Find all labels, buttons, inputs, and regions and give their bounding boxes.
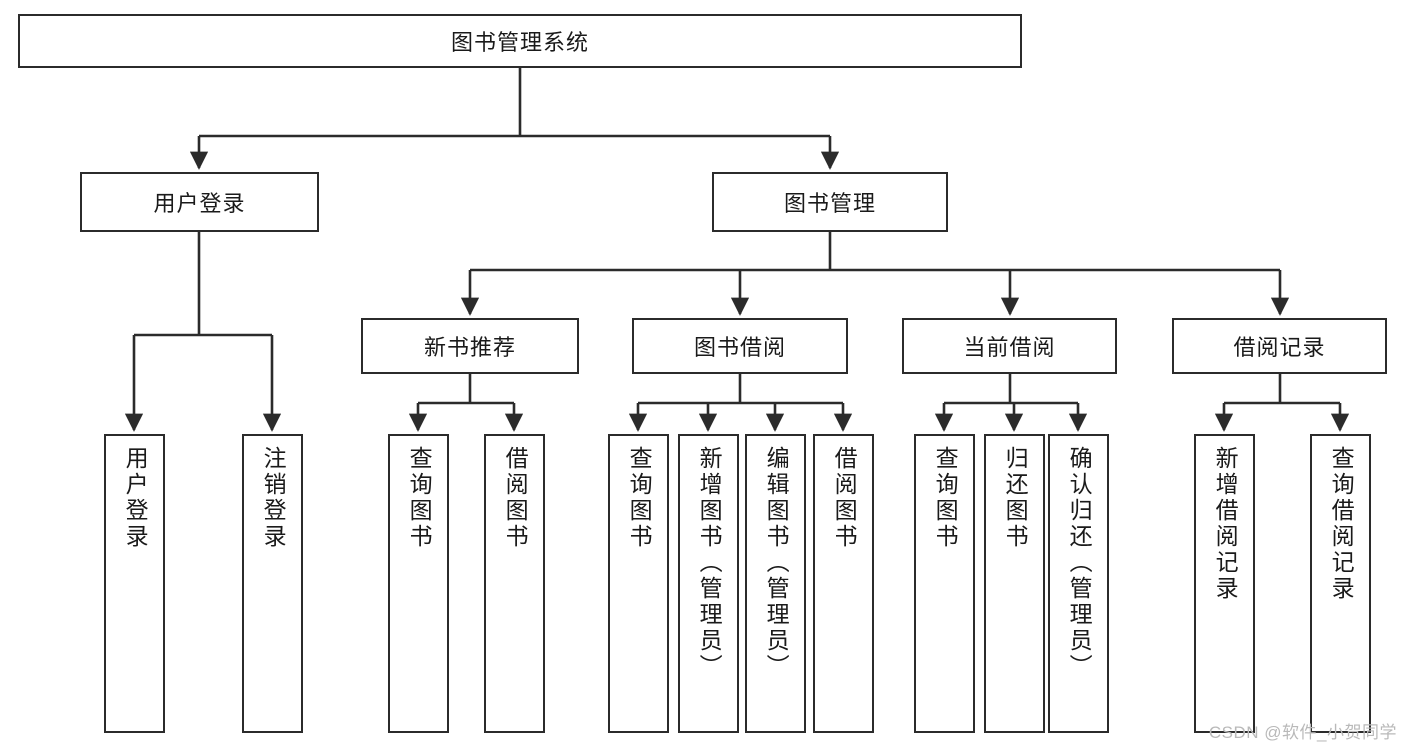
- leaf-confirm-return-label: 确认归还（管理员）: [1066, 446, 1093, 680]
- leaf-add-borrow-record[interactable]: 新增借阅记录: [1194, 434, 1255, 733]
- leaf-borrow-book-label: 借阅图书: [831, 446, 858, 550]
- node-new-book-recommend-label: 新书推荐: [423, 335, 516, 360]
- node-borrow-record[interactable]: 借阅记录: [1172, 318, 1387, 374]
- node-borrow-record-label: 借阅记录: [1233, 335, 1326, 360]
- leaf-borrow-book[interactable]: 借阅图书: [813, 434, 874, 733]
- leaf-user-login[interactable]: 用户登录: [104, 434, 165, 733]
- leaf-logout-label: 注销登录: [260, 446, 287, 550]
- leaf-user-login-label: 用户登录: [122, 446, 149, 550]
- node-root[interactable]: 图书管理系统: [18, 14, 1022, 68]
- leaf-query-borrow-record-label: 查询借阅记录: [1328, 446, 1355, 602]
- node-book-borrow-label: 图书借阅: [693, 335, 786, 360]
- node-root-label: 图书管理系统: [450, 30, 589, 55]
- node-current-borrow-label: 当前借阅: [963, 335, 1056, 360]
- leaf-add-borrow-record-label: 新增借阅记录: [1212, 446, 1239, 602]
- leaf-add-book[interactable]: 新增图书（管理员）: [678, 434, 739, 733]
- leaf-return-book[interactable]: 归还图书: [984, 434, 1045, 733]
- leaf-query-book-recommend-label: 查询图书: [406, 446, 433, 550]
- leaf-edit-book-label: 编辑图书（管理员）: [763, 446, 790, 680]
- node-book-management-label: 图书管理: [783, 191, 876, 216]
- leaf-return-book-label: 归还图书: [1002, 446, 1029, 550]
- leaf-confirm-return[interactable]: 确认归还（管理员）: [1048, 434, 1109, 733]
- node-new-book-recommend[interactable]: 新书推荐: [361, 318, 579, 374]
- leaf-query-book-current[interactable]: 查询图书: [914, 434, 975, 733]
- leaf-query-book-current-label: 查询图书: [932, 446, 959, 550]
- node-book-borrow[interactable]: 图书借阅: [632, 318, 848, 374]
- leaf-query-borrow-record[interactable]: 查询借阅记录: [1310, 434, 1371, 733]
- node-current-borrow[interactable]: 当前借阅: [902, 318, 1117, 374]
- leaf-add-book-label: 新增图书（管理员）: [696, 446, 723, 680]
- leaf-edit-book[interactable]: 编辑图书（管理员）: [745, 434, 806, 733]
- node-user-login[interactable]: 用户登录: [80, 172, 319, 232]
- leaf-borrow-book-recommend[interactable]: 借阅图书: [484, 434, 545, 733]
- leaf-query-book-borrow[interactable]: 查询图书: [608, 434, 669, 733]
- watermark-text: CSDN @软件_小贺同学: [1208, 723, 1397, 742]
- leaf-query-book-borrow-label: 查询图书: [626, 446, 653, 550]
- node-book-management[interactable]: 图书管理: [712, 172, 948, 232]
- node-user-login-label: 用户登录: [153, 191, 246, 216]
- leaf-borrow-book-recommend-label: 借阅图书: [502, 446, 529, 550]
- leaf-query-book-recommend[interactable]: 查询图书: [388, 434, 449, 733]
- leaf-logout[interactable]: 注销登录: [242, 434, 303, 733]
